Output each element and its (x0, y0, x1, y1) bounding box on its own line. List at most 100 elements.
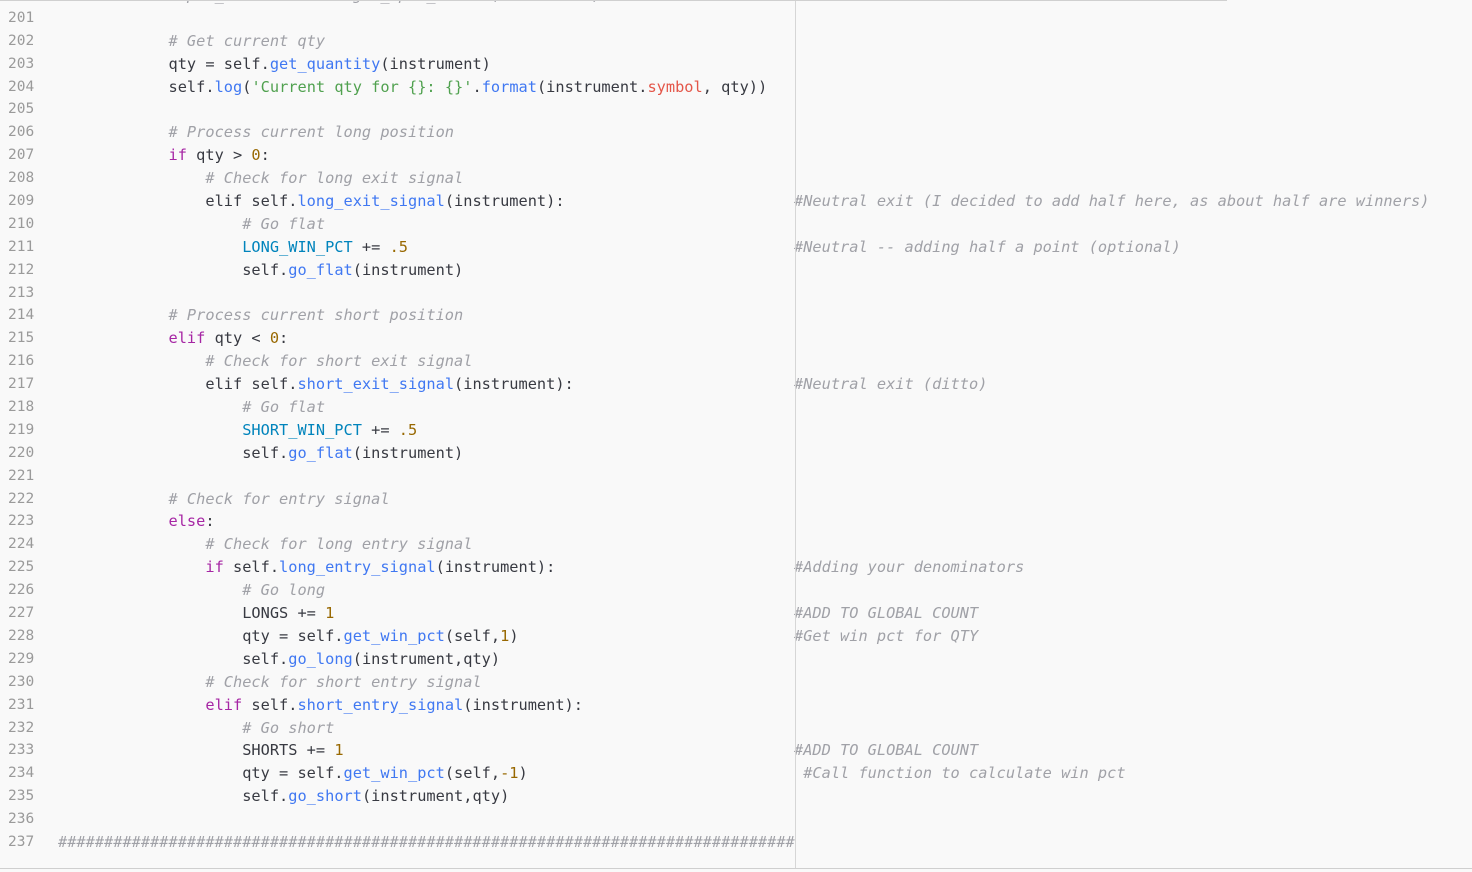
code-line[interactable]: 227 LONGS += 1#ADD TO GLOBAL COUNT (0, 602, 1472, 625)
code-line[interactable]: 213 (0, 282, 1472, 305)
code-token: (instrument): (454, 375, 574, 394)
code-line[interactable]: 223 else: (0, 510, 1472, 533)
code-line[interactable]: 236 (0, 808, 1472, 831)
code-text[interactable]: self.go_flat(instrument) (58, 259, 463, 282)
code-token: #open_orders = self.get_open_orders(inst… (169, 0, 602, 4)
code-text[interactable]: self.go_flat(instrument) (58, 442, 463, 465)
code-line[interactable]: 215 elif qty < 0: (0, 327, 1472, 350)
code-text[interactable]: # Go flat (58, 213, 325, 236)
code-text[interactable]: elif qty < 0: (58, 327, 289, 350)
code-line[interactable]: 205 (0, 98, 1472, 121)
code-line[interactable]: 233 SHORTS += 1#ADD TO GLOBAL COUNT (0, 739, 1472, 762)
code-text[interactable]: # Check for short exit signal (58, 350, 472, 373)
line-number: 209 (8, 193, 35, 210)
code-line[interactable]: 203 qty = self.get_quantity(instrument) (0, 53, 1472, 76)
line-number: 219 (8, 421, 35, 438)
code-text[interactable]: self.go_long(instrument,qty) (58, 648, 500, 671)
code-text[interactable]: #open_orders = self.get_open_orders(inst… (58, 0, 602, 7)
indent (58, 650, 242, 668)
code-token: 1 (325, 604, 335, 623)
code-text[interactable]: # Check for long exit signal (58, 167, 463, 190)
code-text[interactable]: # Process current short position (58, 304, 464, 327)
code-text[interactable]: elif self.short_exit_signal(instrument): (58, 373, 574, 396)
code-editor[interactable]: 200 #open_orders = self.get_open_orders(… (0, 0, 1472, 854)
code-text[interactable]: # Check for short entry signal (58, 671, 481, 694)
code-line[interactable]: 234 qty = self.get_win_pct(self,-1) #Cal… (0, 762, 1472, 785)
code-line[interactable]: 202 # Get current qty (0, 30, 1472, 53)
code-line[interactable]: 219 SHORT_WIN_PCT += .5 (0, 419, 1472, 442)
indent (58, 123, 169, 141)
code-line[interactable]: 228 qty = self.get_win_pct(self,1)#Get w… (0, 625, 1472, 648)
code-token: 1 (334, 741, 344, 760)
code-line[interactable]: 200 #open_orders = self.get_open_orders(… (0, 0, 1472, 7)
code-line[interactable]: 220 self.go_flat(instrument) (0, 442, 1472, 465)
code-token: SHORT_WIN_PCT (242, 420, 362, 439)
code-line[interactable]: 212 self.go_flat(instrument) (0, 259, 1472, 282)
code-line[interactable]: 230 # Check for short entry signal (0, 671, 1472, 694)
code-text[interactable]: # Check for entry signal (58, 488, 390, 511)
code-text[interactable]: self.go_short(instrument,qty) (58, 785, 509, 808)
code-text[interactable]: ########################################… (58, 831, 795, 854)
code-text[interactable]: # Go long (58, 579, 325, 602)
code-line[interactable]: 201 (0, 7, 1472, 30)
code-text[interactable]: qty = self.get_quantity(instrument) (58, 53, 491, 76)
column-ruler (795, 0, 796, 868)
code-token: : (279, 329, 289, 348)
code-text[interactable]: qty = self.get_win_pct(self,-1) (58, 762, 528, 785)
code-line[interactable]: 216 # Check for short exit signal (0, 350, 1472, 373)
code-line[interactable]: 224 # Check for long entry signal (0, 533, 1472, 556)
code-text[interactable]: if self.long_entry_signal(instrument): (58, 556, 555, 579)
code-line[interactable]: 226 # Go long (0, 579, 1472, 602)
code-line[interactable]: 235 self.go_short(instrument,qty) (0, 785, 1472, 808)
code-line[interactable]: 222 # Check for entry signal (0, 488, 1472, 511)
code-line[interactable]: 218 # Go flat (0, 396, 1472, 419)
code-text[interactable]: # Process current long position (58, 121, 455, 144)
code-line[interactable]: 229 self.go_long(instrument,qty) (0, 648, 1472, 671)
code-token: (self, (444, 764, 501, 783)
code-line[interactable]: 231 elif self.short_entry_signal(instrum… (0, 694, 1472, 717)
code-token: ########################################… (58, 832, 795, 851)
indent (58, 512, 169, 530)
code-line[interactable]: 237 #####################################… (0, 831, 1472, 854)
code-text[interactable]: # Go short (58, 717, 334, 740)
line-number: 220 (8, 444, 35, 461)
indent (58, 444, 242, 462)
code-token: # Process current short position (168, 306, 464, 325)
code-token: += (352, 237, 390, 256)
code-text[interactable]: # Check for long entry signal (58, 533, 472, 556)
code-text[interactable]: qty = self.get_win_pct(self,1) (58, 625, 518, 648)
code-line[interactable]: 209 elif self.long_exit_signal(instrumen… (0, 190, 1472, 213)
code-line[interactable]: 210 # Go flat (0, 213, 1472, 236)
line-number: 237 (8, 833, 35, 850)
code-line[interactable]: 221 (0, 465, 1472, 488)
code-line[interactable]: 206 # Process current long position (0, 121, 1472, 144)
code-text[interactable]: self.log('Current qty for {}: {}'.format… (58, 76, 768, 99)
indent (58, 261, 242, 279)
code-line[interactable]: 225 if self.long_entry_signal(instrument… (0, 556, 1472, 579)
code-text[interactable]: LONG_WIN_PCT += .5 (58, 236, 408, 259)
code-text[interactable]: elif self.long_exit_signal(instrument): (58, 190, 564, 213)
code-text[interactable]: LONGS += 1 (58, 602, 334, 625)
code-line[interactable]: 232 # Go short (0, 717, 1472, 740)
line-number: 202 (8, 32, 35, 49)
code-line[interactable]: 211 LONG_WIN_PCT += .5#Neutral -- adding… (0, 236, 1472, 259)
code-line[interactable]: 204 self.log('Current qty for {}: {}'.fo… (0, 76, 1472, 99)
line-number: 232 (8, 719, 35, 736)
code-line[interactable]: 217 elif self.short_exit_signal(instrume… (0, 373, 1472, 396)
code-token: qty = self. (168, 54, 270, 73)
line-number: 207 (8, 147, 35, 164)
code-text[interactable]: elif self.short_entry_signal(instrument)… (58, 694, 583, 717)
code-text[interactable]: if qty > 0: (58, 144, 270, 167)
code-token: elif self. (205, 375, 298, 394)
code-text[interactable]: SHORTS += 1 (58, 739, 344, 762)
line-number: 225 (8, 559, 35, 576)
code-text[interactable]: # Get current qty (58, 30, 326, 53)
code-line[interactable]: 214 # Process current short position (0, 304, 1472, 327)
code-line[interactable]: 208 # Check for long exit signal (0, 167, 1472, 190)
code-line[interactable]: 207 if qty > 0: (0, 144, 1472, 167)
code-text[interactable]: # Go flat (58, 396, 325, 419)
line-number: 228 (8, 627, 35, 644)
code-text[interactable]: SHORT_WIN_PCT += .5 (58, 419, 417, 442)
code-token: LONGS += (242, 604, 326, 623)
code-text[interactable]: else: (58, 510, 215, 533)
